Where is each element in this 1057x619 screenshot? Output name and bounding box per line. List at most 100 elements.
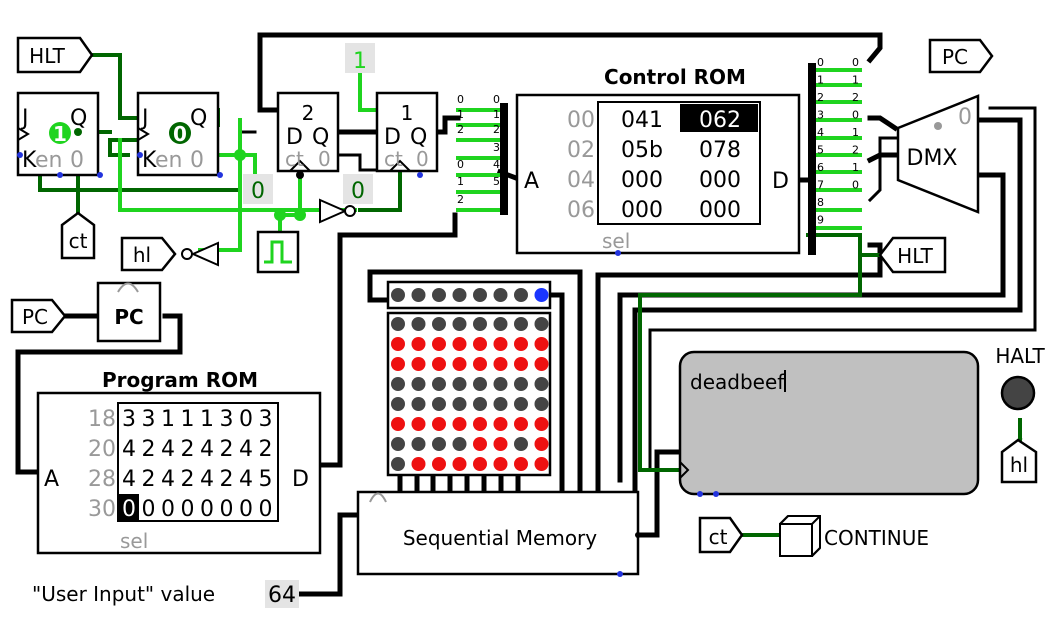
program-rom-digit[interactable]: 4 [161,437,175,462]
control-rom-cell[interactable]: 041 [621,108,663,133]
program-rom-digit[interactable]: 0 [122,497,136,522]
splitter-left-bit: 1 [493,108,500,121]
program-rom-digit[interactable]: 2 [181,467,195,492]
program-rom-digit[interactable]: 4 [200,467,214,492]
demux[interactable]: DMX 0 [896,94,980,214]
svg-text:1: 1 [401,101,414,125]
tag-hl-right-label: hl [1010,453,1028,477]
led-top-dot [514,288,528,302]
led-dot [452,337,467,351]
led-dot [534,317,549,331]
tty-text: deadbeef [690,370,785,394]
control-rom-cell[interactable]: 000 [699,198,741,223]
led-dot [514,397,528,411]
tty-display[interactable]: deadbeef [678,350,980,497]
splitter-right-index: 9 [817,214,824,227]
program-rom-digit[interactable]: 3 [142,407,156,432]
led-dot [391,417,405,431]
led-dot [432,417,446,431]
program-rom-digit[interactable]: 2 [259,437,273,462]
led-dot [534,457,549,471]
led-dot [473,397,487,411]
program-rom-digit[interactable]: 4 [239,437,253,462]
program-rom-digit[interactable]: 0 [200,497,214,522]
splitter-right-bit: 0 [852,56,859,69]
control-rom-cell[interactable]: 000 [699,168,741,193]
program-rom-title: Program ROM [102,368,258,392]
led-top-dot [411,288,426,302]
control-rom-cell[interactable]: 05b [621,138,663,163]
led-dot [432,317,446,331]
sequential-memory[interactable]: Sequential Memory [356,490,641,577]
program-rom-digit[interactable]: 0 [161,497,175,522]
led-top-dot [493,288,508,302]
led-top-dot [391,288,405,302]
led-dot [534,397,549,411]
program-rom-digit[interactable]: 3 [220,407,234,432]
program-rom-digit[interactable]: 4 [200,437,214,462]
led-dot [391,377,405,391]
program-rom-digit[interactable]: 3 [122,407,136,432]
user-input[interactable]: "User Input" value 64 [32,580,299,608]
program-rom-digit[interactable]: 2 [181,437,195,462]
control-rom-cell[interactable]: 000 [621,198,663,223]
program-rom-digit[interactable]: 2 [220,467,234,492]
tag-hl-left: hl [120,236,177,272]
pc-register[interactable]: PC [96,281,162,343]
program-rom-digit[interactable]: 0 [181,497,195,522]
jk-flipflop-2[interactable]: J Q K en 0 0 [136,91,220,177]
led-dot [473,417,487,431]
program-rom-digit[interactable]: 0 [142,497,156,522]
splitter-left-bit: 3 [493,141,500,154]
led-dot [432,457,446,471]
control-rom-address: 04 [567,168,595,193]
led-dot [391,357,405,371]
program-rom-digit[interactable]: 5 [259,467,273,492]
jk1-state: 1 [53,122,67,146]
user-input-box[interactable] [265,580,299,608]
program-rom-digit[interactable]: 1 [161,407,175,432]
led-dot [534,437,549,451]
continue-button[interactable]: CONTINUE [779,515,929,557]
control-rom-cell[interactable]: 062 [699,108,741,133]
splitter-left-index: 1 [457,175,464,188]
led-dot [534,417,549,431]
svg-text:0: 0 [190,148,204,173]
user-input-value[interactable]: 64 [268,583,296,608]
clock-icon[interactable] [256,230,300,274]
svg-text:Q: Q [312,125,329,150]
svg-text:0: 0 [351,179,365,204]
splitter-right-index: 7 [817,179,824,192]
led-top-dot [534,288,549,302]
splitter-right-index: 8 [817,196,824,209]
program-rom-digit[interactable]: 4 [122,437,136,462]
program-rom-digit[interactable]: 1 [200,407,214,432]
led-dot [391,457,405,471]
program-rom-digit[interactable]: 4 [161,467,175,492]
program-rom-digit[interactable]: 0 [239,497,253,522]
led-top-dot [452,288,467,302]
program-rom-digit[interactable]: 2 [142,467,156,492]
led-dot [493,417,508,431]
program-rom-digit[interactable]: 0 [239,407,253,432]
program-rom-digit[interactable]: 0 [259,497,273,522]
program-rom-digit[interactable]: 3 [259,407,273,432]
d-flipflop-2[interactable]: 2 D Q ct 0 [276,91,340,173]
program-rom-digit[interactable]: 2 [220,437,234,462]
tag-pc-left: PC [10,298,67,334]
program-rom-digit[interactable]: 1 [181,407,195,432]
control-rom-cell[interactable]: 078 [699,138,741,163]
program-rom-digit[interactable]: 2 [142,437,156,462]
jk-flipflop-1[interactable]: J Q K en 0 1 [16,91,100,177]
program-rom-digit[interactable]: 4 [239,467,253,492]
halt-led [1000,375,1036,411]
user-input-label: "User Input" value [32,582,215,606]
program-rom-digit[interactable]: 4 [122,467,136,492]
control-rom-address: 00 [567,108,595,133]
d-flipflop-1[interactable]: 1 D Q ct 0 [375,91,439,173]
program-rom-digit[interactable]: 0 [220,497,234,522]
control-rom-cell[interactable]: 000 [621,168,663,193]
